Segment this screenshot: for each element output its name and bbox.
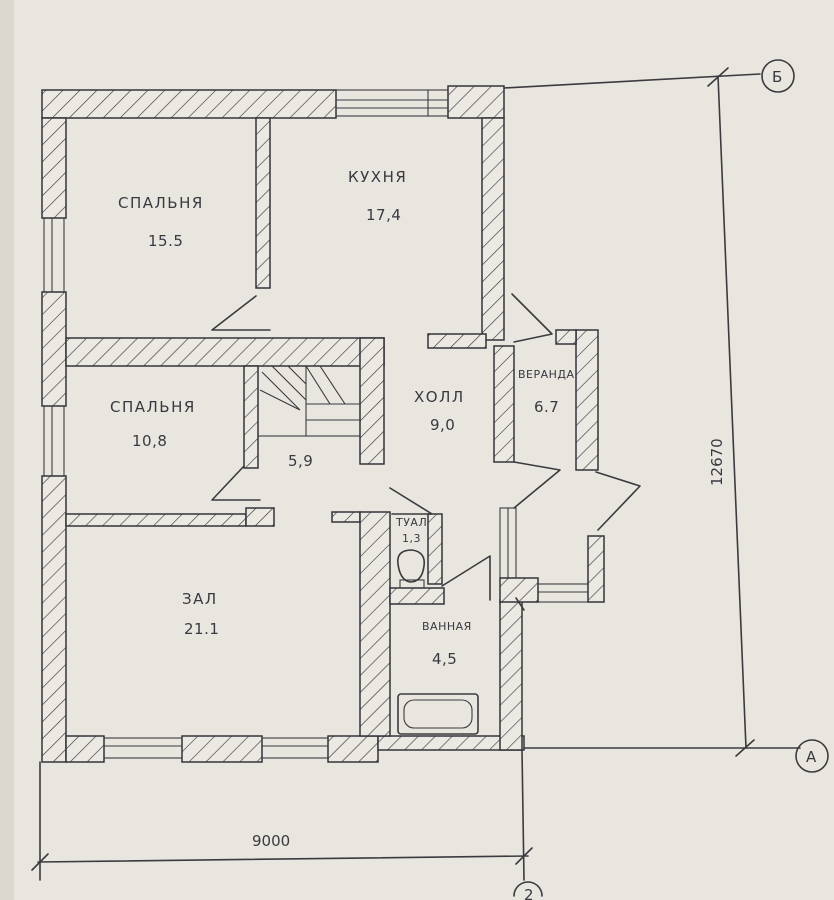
wall-bottom-2 — [181, 735, 263, 763]
axis-label-column: 2 — [524, 886, 534, 900]
wall-top-right — [447, 85, 505, 119]
wall-bottom-4 — [377, 735, 525, 751]
room-area: 4,5 — [432, 650, 457, 668]
interior-walls — [65, 117, 605, 737]
exterior-walls — [41, 85, 525, 763]
height-dimension: 12670 — [708, 438, 726, 486]
bathtub — [397, 693, 479, 735]
room-area: 15.5 — [148, 232, 183, 250]
room-area: 1,3 — [402, 532, 421, 545]
axis-marker-bottom — [795, 739, 829, 773]
room-name: ЗАЛ — [182, 590, 218, 608]
wall-zal-bath — [359, 511, 391, 737]
paper-edge — [0, 0, 14, 900]
room-area: 5,9 — [288, 452, 313, 470]
room-name: ТУАЛ — [395, 516, 427, 529]
axis-marker-top — [761, 59, 795, 93]
wall-veranda-top — [555, 329, 577, 345]
wall-left-2 — [41, 291, 67, 407]
wall-bedrooms-middle — [65, 337, 385, 367]
room-name: СПАЛЬНЯ — [118, 194, 204, 212]
wall-veranda-right-low — [587, 535, 605, 603]
wall-left-1 — [41, 117, 67, 219]
door-wc — [389, 487, 433, 515]
axis-label-top: Б — [772, 68, 782, 86]
wall-right-kitchen — [481, 117, 505, 341]
room-area: 10,8 — [132, 432, 167, 450]
wall-stub-1 — [245, 507, 275, 527]
wall-stair-hall — [359, 337, 385, 465]
axis-label-bottom: А — [806, 748, 817, 766]
window-veranda-bottom — [537, 583, 589, 603]
dimension-labels: 9000 12670 Б А 2 — [252, 68, 817, 900]
toilet — [396, 549, 426, 583]
door-bedroom-2 — [211, 465, 261, 501]
room-area: 9,0 — [430, 416, 455, 434]
wall-bottom-3 — [327, 735, 379, 763]
wall-veranda-right — [575, 329, 599, 471]
window-bedroom-2 — [43, 405, 65, 477]
room-name: ХОЛЛ — [414, 388, 465, 406]
door-bedroom-1 — [211, 295, 271, 331]
windows — [43, 89, 589, 759]
fixtures — [396, 549, 479, 735]
door-veranda — [511, 293, 553, 343]
wall-hall-right — [493, 345, 515, 463]
wall-veranda-corner — [499, 577, 539, 603]
window-hall-1 — [103, 737, 183, 759]
axis-marker-column — [513, 881, 543, 897]
room-name: СПАЛЬНЯ — [110, 398, 196, 416]
wall-top-left — [41, 89, 337, 119]
room-labels: СПАЛЬНЯ 15.5 КУХНЯ 17,4 СПАЛЬНЯ 10,8 5,9… — [110, 168, 575, 668]
dimension-lines — [31, 59, 829, 897]
door-bath — [441, 555, 491, 601]
room-name: КУХНЯ — [348, 168, 407, 186]
wall-right-bath — [499, 599, 523, 751]
wall-bedroom2-stair — [243, 365, 259, 469]
wall-wc-bottom — [389, 587, 445, 605]
wall-bottom-1 — [65, 735, 105, 763]
door-bath-stub — [515, 597, 525, 611]
staircase — [257, 365, 361, 437]
wall-left-3 — [41, 475, 67, 763]
wall-kitchen-hall — [427, 333, 487, 349]
window-kitchen — [335, 89, 449, 117]
room-name: ВЕРАНДА — [518, 368, 575, 381]
window-bedroom-1 — [43, 217, 65, 293]
door-hall-veranda — [513, 461, 561, 509]
room-area: 17,4 — [366, 206, 401, 224]
door-veranda-outer — [595, 471, 641, 531]
wall-bedroom2-bottom — [65, 513, 247, 527]
doors — [211, 293, 641, 611]
wall-bedroom-kitchen — [255, 117, 271, 289]
wall-wc-right — [427, 513, 443, 585]
room-area: 21.1 — [184, 620, 219, 638]
room-name: ВАННАЯ — [422, 620, 472, 633]
wall-stub-2 — [331, 511, 361, 523]
window-hall-2 — [261, 737, 329, 759]
room-area: 6.7 — [534, 398, 559, 416]
width-dimension: 9000 — [252, 832, 290, 850]
